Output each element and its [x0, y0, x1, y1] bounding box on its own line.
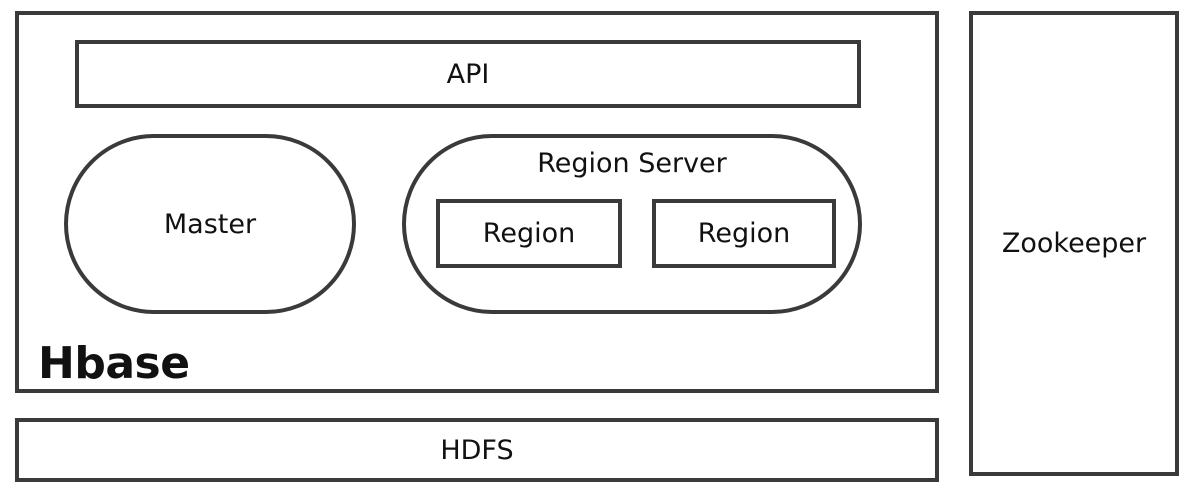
region-server-label: Region Server [537, 148, 727, 179]
master-node: Master [64, 134, 356, 314]
api-label: API [446, 58, 490, 90]
region-box: Region [436, 199, 622, 268]
hbase-title: Hbase [38, 338, 190, 389]
hdfs-label: HDFS [440, 434, 514, 466]
zookeeper-label: Zookeeper [1001, 228, 1147, 259]
zookeeper-box: Zookeeper [969, 11, 1179, 476]
region-label: Region [697, 218, 791, 249]
hdfs-box: HDFS [15, 418, 939, 482]
region-box: Region [652, 199, 836, 268]
master-label: Master [163, 208, 257, 240]
region-label: Region [482, 218, 576, 249]
api-box: API [75, 40, 861, 108]
